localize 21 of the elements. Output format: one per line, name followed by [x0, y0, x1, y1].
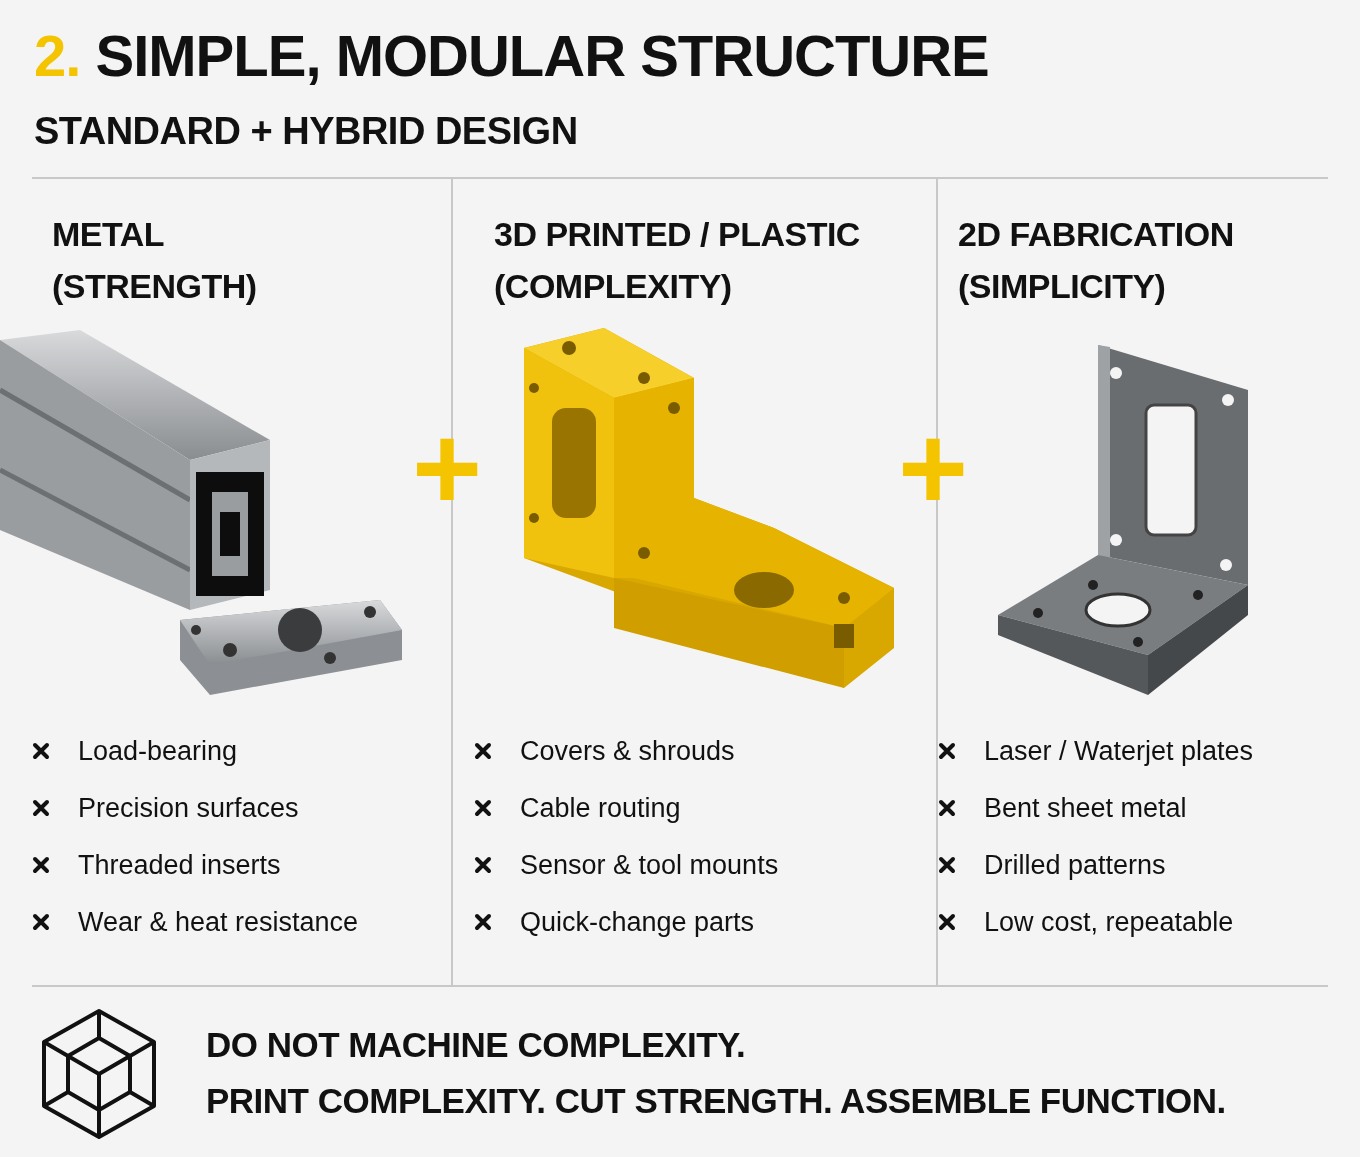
- plus-sign: +: [898, 408, 968, 528]
- column-heading: 3D PRINTED / PLASTIC (COMPLEXITY): [494, 214, 861, 307]
- bullet-text: Precision surfaces: [78, 792, 299, 825]
- subtitle: STANDARD + HYBRID DESIGN: [34, 112, 578, 150]
- bullet-text: Load-bearing: [78, 735, 238, 768]
- bullet-text: Laser / Waterjet plates: [984, 735, 1254, 768]
- bullet-text: Drilled patterns: [984, 849, 1166, 882]
- bullet-text: Covers & shrouds: [520, 735, 735, 768]
- bullet-text: Bent sheet metal: [984, 792, 1187, 825]
- column-heading: METAL (STRENGTH): [52, 214, 258, 307]
- column-heading: 2D FABRICATION (SIMPLICITY): [958, 214, 1235, 307]
- bullet-text: Wear & heat resistance: [78, 906, 359, 939]
- bullet-text: Sensor & tool mounts: [520, 849, 779, 882]
- bullet-text: Quick-change parts: [520, 906, 755, 939]
- bullet-text: Cable routing: [520, 792, 681, 825]
- plus-sign: +: [412, 408, 482, 528]
- title: 2. SIMPLE, MODULAR STRUCTURE: [34, 22, 989, 89]
- motto-text: DO NOT MACHINE COMPLEXITY.: [206, 1027, 746, 1062]
- bullet-text: Threaded inserts: [78, 849, 281, 882]
- motto-text: PRINT COMPLEXITY. CUT STRENGTH. ASSEMBLE FUNCTION.: [206, 1083, 1226, 1118]
- bullet-text: Low cost, repeatable: [984, 906, 1234, 939]
